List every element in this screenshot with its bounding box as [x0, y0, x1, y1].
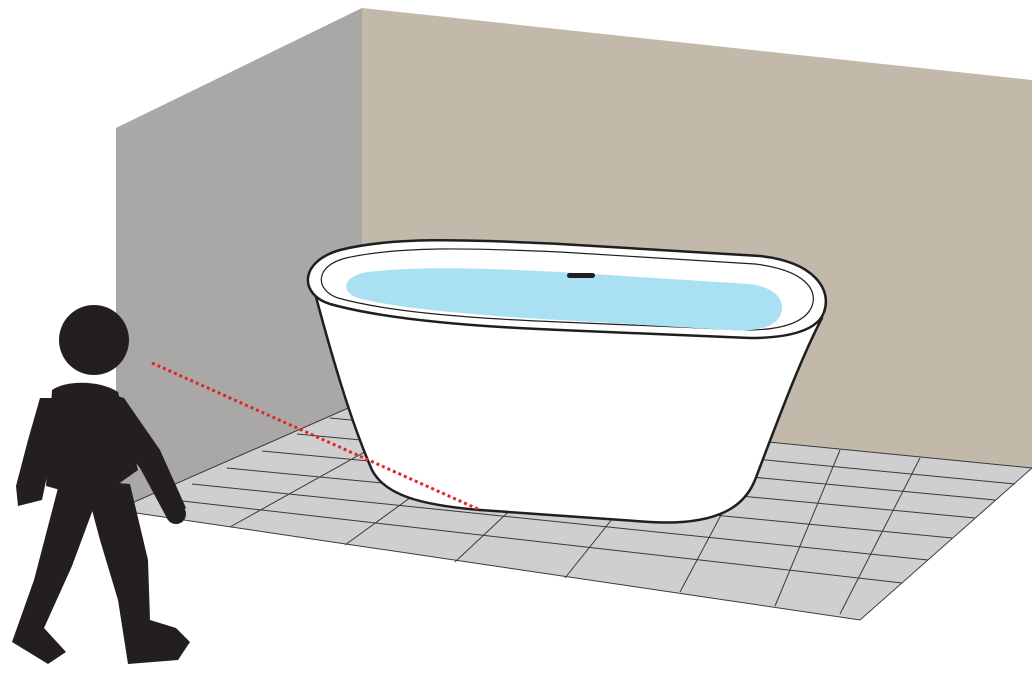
- walking-person-icon: [12, 305, 190, 664]
- side-wall: [116, 8, 362, 516]
- bath-water: [346, 268, 783, 331]
- bathtub-icon: [306, 238, 828, 524]
- drain-overflow-icon: [567, 273, 595, 278]
